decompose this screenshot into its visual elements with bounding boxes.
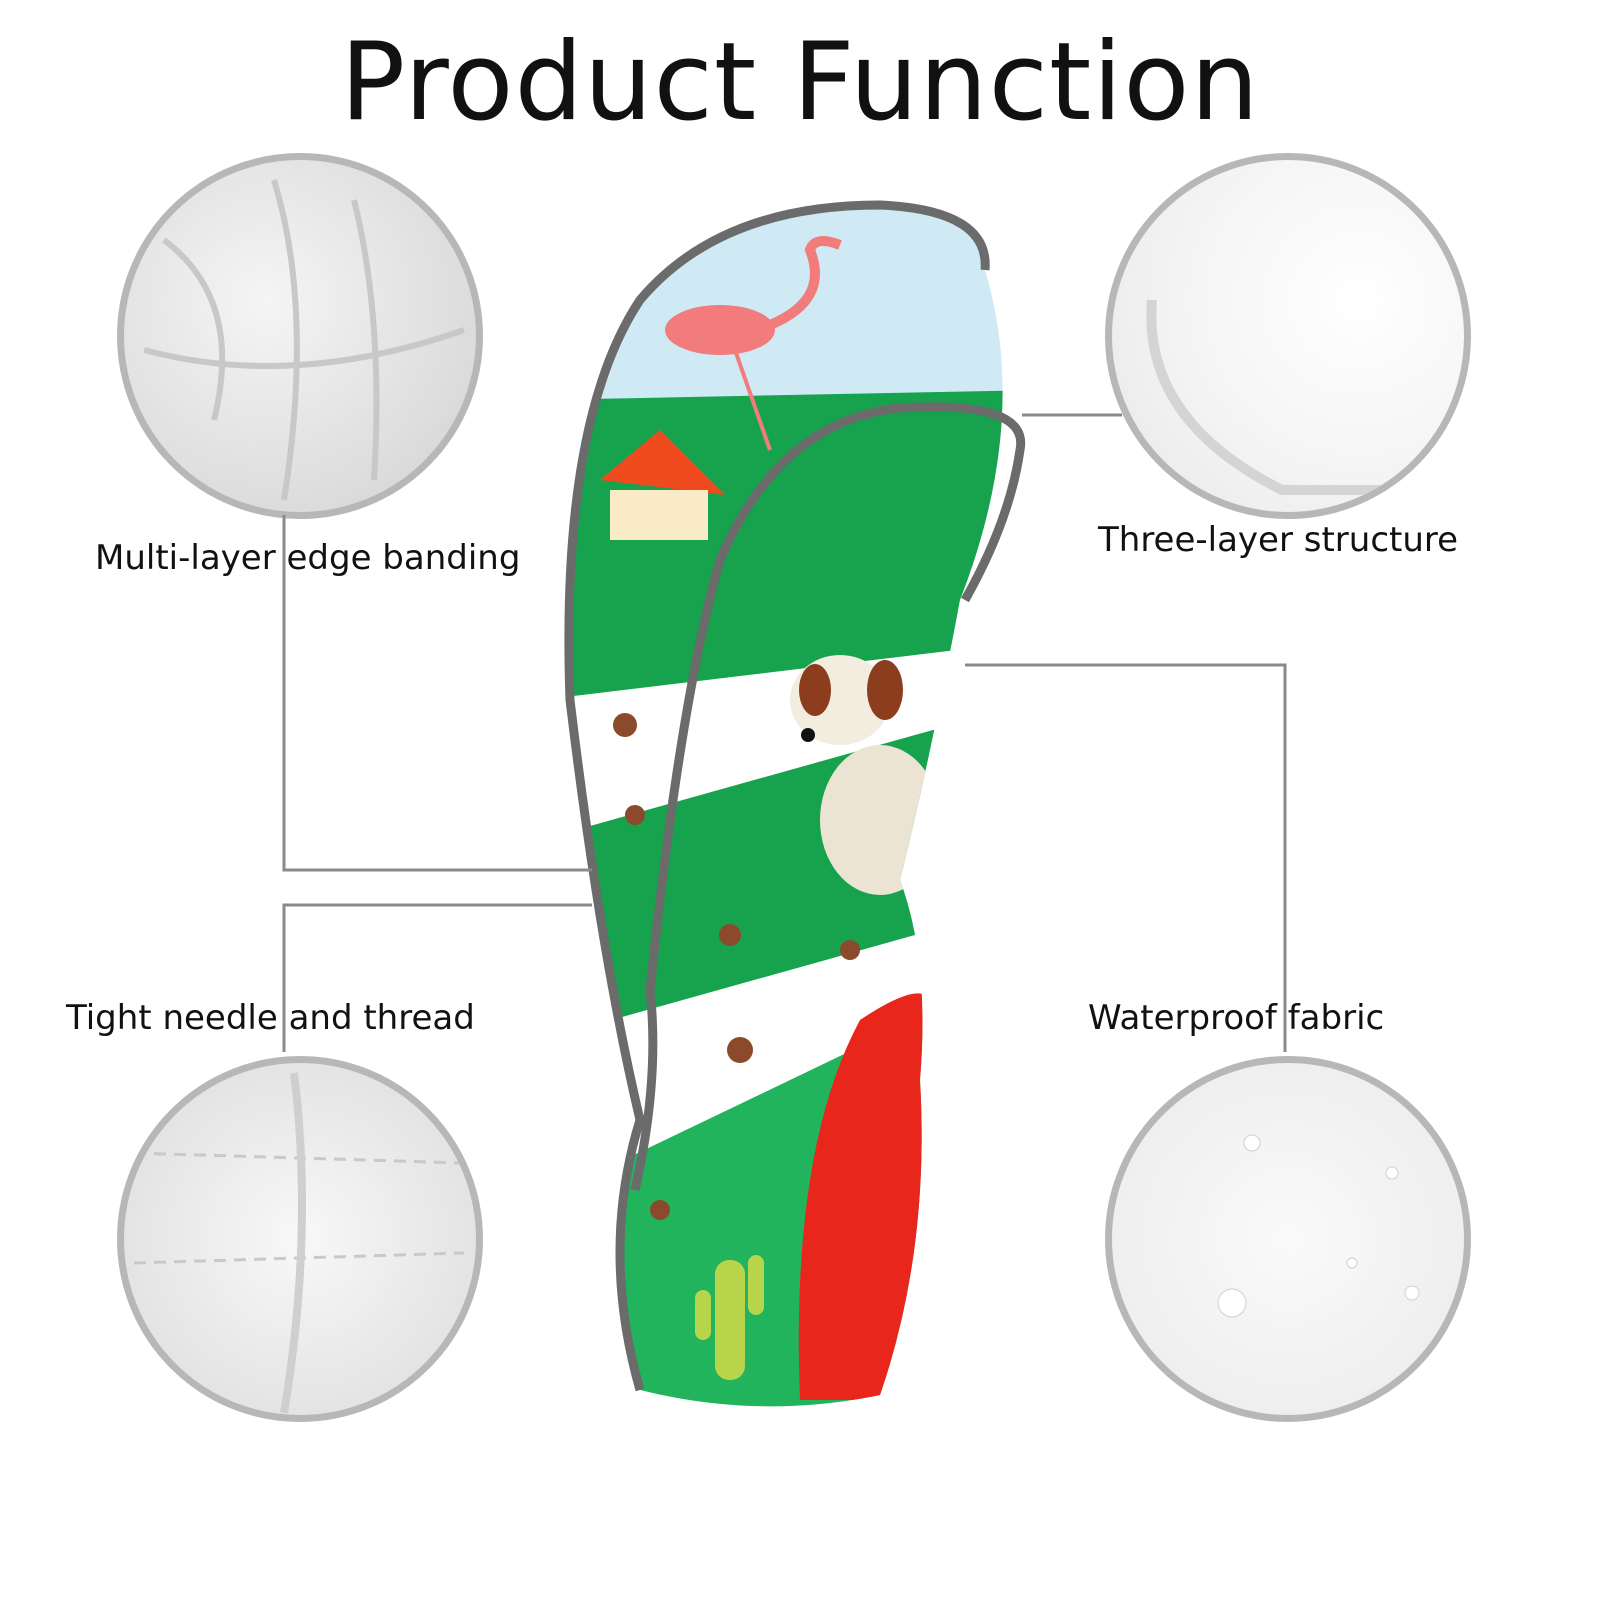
callout-lines: [282, 413, 1287, 1052]
stitch-texture: [133, 1072, 465, 1414]
three-layer-detail-image: [1105, 153, 1471, 519]
stitching-detail-image: [117, 1056, 483, 1422]
outer-trim: [564, 200, 990, 1392]
water-droplets: [1217, 1134, 1420, 1318]
layer-edge-texture: [1146, 299, 1412, 495]
cactus-icon: [695, 1255, 764, 1380]
edge-banding-detail-image: [117, 153, 483, 519]
feature-label-stitching: Tight needle and thread: [66, 998, 475, 1038]
golf-head-cover: [568, 205, 1003, 1407]
feature-label-three-layer: Three-layer structure: [1098, 520, 1459, 560]
house-icon: [600, 430, 725, 540]
flamingo-icon: [665, 236, 842, 451]
feature-label-waterproof: Waterproof fabric: [1088, 998, 1385, 1038]
paw-prints: [613, 713, 860, 1220]
inner-trim: [630, 402, 1026, 1191]
page-title: Product Function: [340, 20, 1260, 145]
feature-label-edge-banding: Multi-layer edge banding: [95, 538, 521, 578]
fabric-folds-texture: [143, 179, 465, 501]
waterproof-detail-image: [1105, 1056, 1471, 1422]
